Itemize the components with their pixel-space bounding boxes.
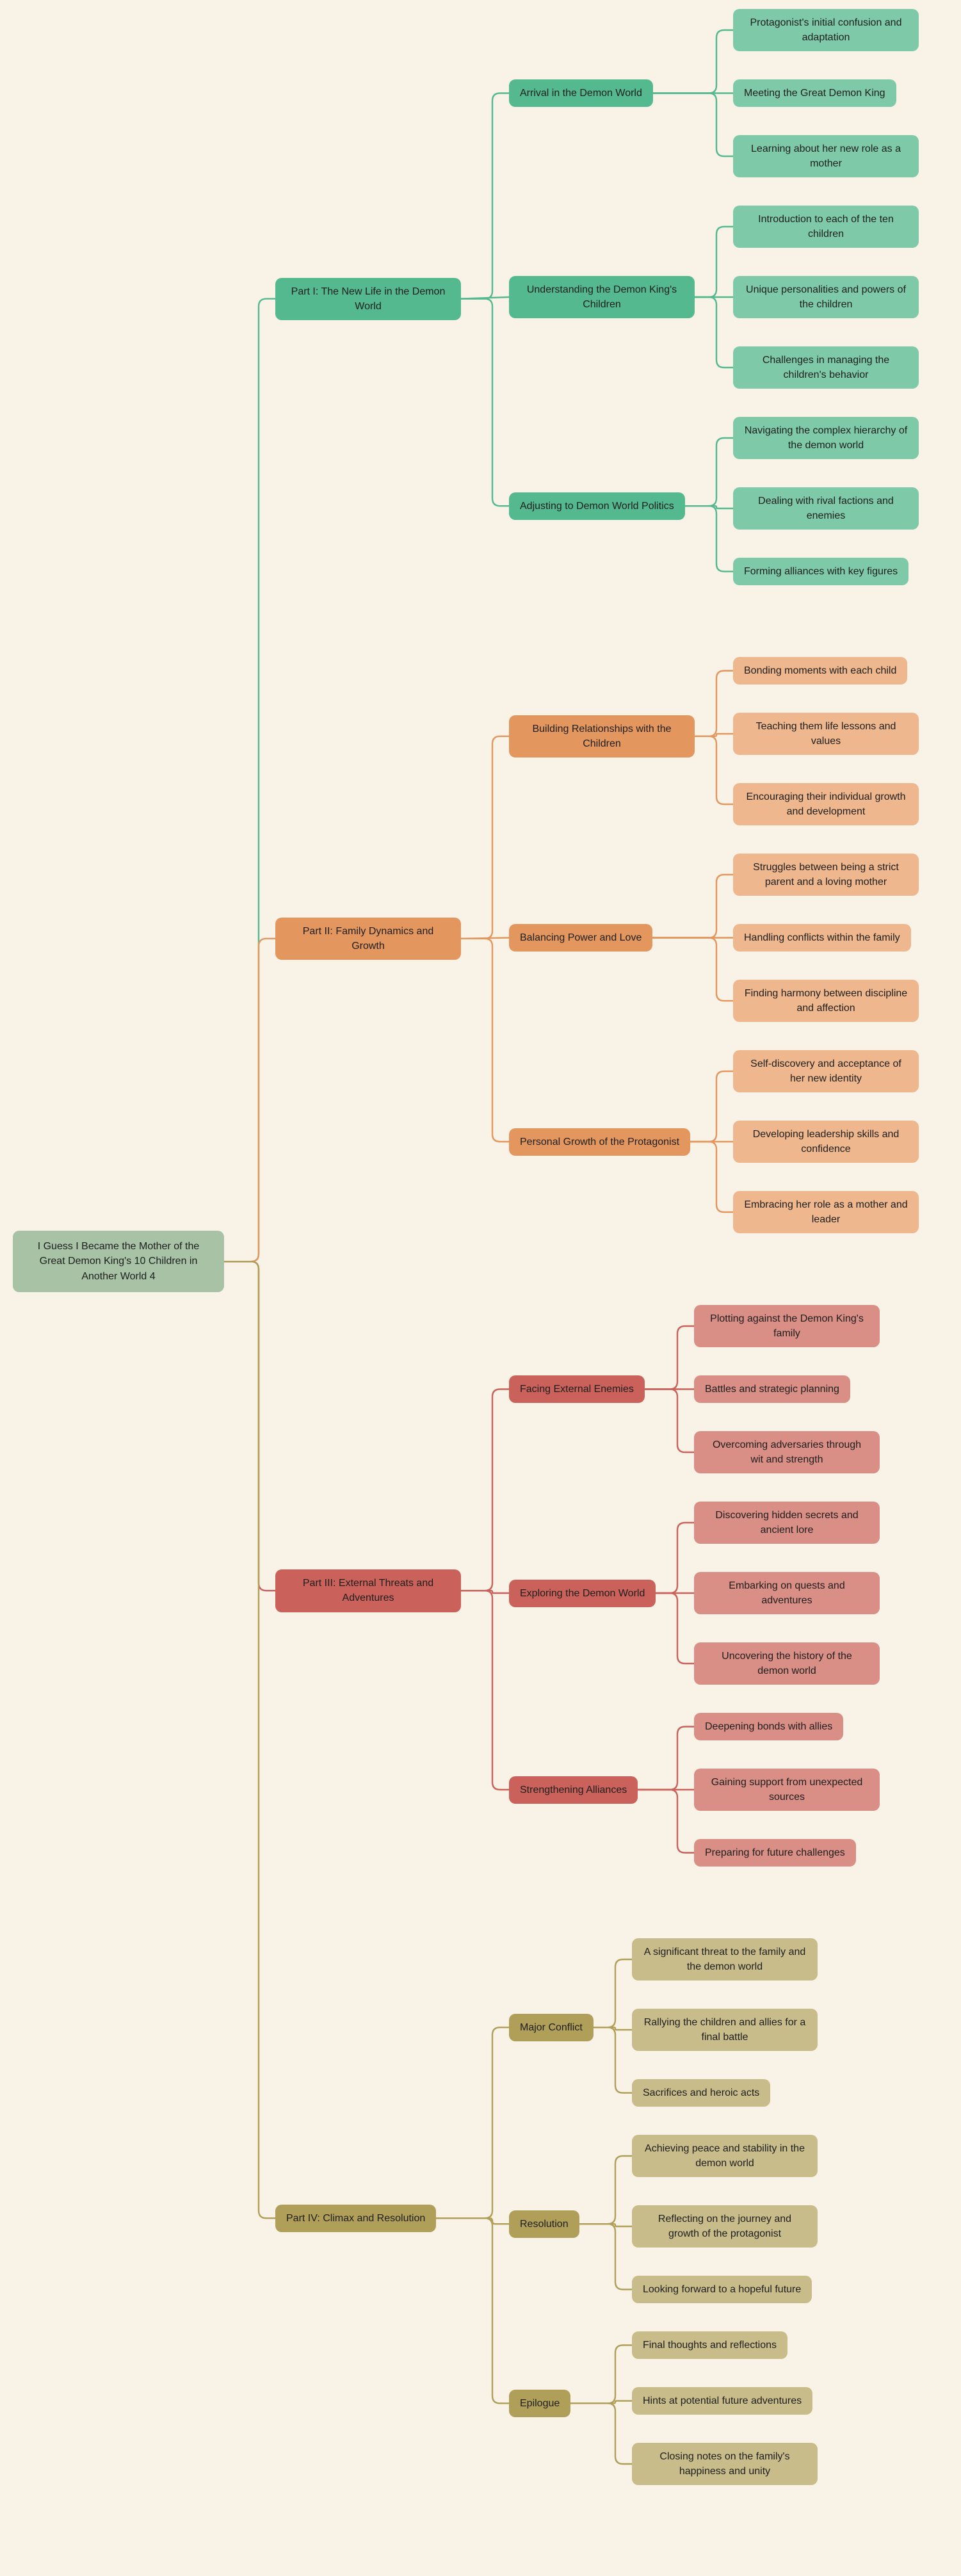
- connector-line: [569, 2344, 633, 2404]
- connector-line: [592, 1958, 633, 2029]
- connector-line: [651, 873, 734, 939]
- connector-line: [643, 1388, 695, 1454]
- topic-node: Resolution: [509, 2210, 579, 2238]
- connector-line: [435, 2217, 510, 2404]
- part-node: Part IV: Climax and Resolution: [275, 2204, 437, 2232]
- connector-line: [652, 92, 734, 158]
- connector-line: [643, 1325, 695, 1390]
- topic-node: Exploring the Demon World: [509, 1579, 656, 1607]
- connector-line: [460, 735, 510, 939]
- connector-line: [460, 92, 510, 300]
- topic-node: Strengthening Alliances: [509, 1776, 638, 1804]
- connector-line: [592, 2026, 633, 2031]
- connector-line: [693, 733, 734, 738]
- connector-line: [460, 298, 510, 507]
- leaf-node: Deepening bonds with allies: [694, 1713, 844, 1741]
- leaf-node: Developing leadership skills and confide…: [733, 1121, 919, 1163]
- connector-line: [651, 937, 734, 1002]
- connector-line: [684, 505, 734, 572]
- topic-node: Epilogue: [509, 2389, 571, 2418]
- leaf-node: Introduction to each of the ten children: [733, 206, 919, 248]
- leaf-node: Learning about her new role as a mother: [733, 135, 919, 178]
- connector-line: [460, 1388, 510, 1592]
- topic-node: Major Conflict: [509, 2013, 594, 2041]
- topic-node: Balancing Power and Love: [509, 924, 653, 952]
- leaf-node: Gaining support from unexpected sources: [694, 1769, 880, 1811]
- connector-line: [460, 1589, 510, 1791]
- leaf-node: Encouraging their individual growth and …: [733, 783, 919, 826]
- connector-line: [636, 1788, 695, 1854]
- leaf-node: Uncovering the history of the demon worl…: [694, 1642, 880, 1685]
- leaf-node: Hints at potential future adventures: [632, 2387, 813, 2415]
- connector-line: [684, 505, 734, 510]
- connector-line: [578, 2223, 633, 2290]
- leaf-node: Reflecting on the journey and growth of …: [632, 2205, 818, 2248]
- connector-line: [435, 2217, 510, 2225]
- leaf-node: Struggles between being a strict parent …: [733, 854, 919, 896]
- connector-line: [592, 2026, 633, 2094]
- leaf-node: Achieving peace and stability in the dem…: [632, 2135, 818, 2178]
- part-node: Part I: The New Life in the Demon World: [275, 277, 461, 320]
- connector-line: [223, 937, 277, 1263]
- connector-line: [636, 1726, 695, 1791]
- part-node: Part III: External Threats and Adventure…: [275, 1569, 461, 1612]
- leaf-node: Embracing her role as a mother and leade…: [733, 1191, 919, 1234]
- leaf-node: Unique personalities and powers of the c…: [733, 276, 919, 319]
- leaf-node: Looking forward to a hopeful future: [632, 2276, 812, 2304]
- connector-line: [435, 2026, 510, 2219]
- root-node: I Guess I Became the Mother of the Great…: [13, 1231, 224, 1292]
- connector-line: [654, 1592, 695, 1665]
- topic-node: Understanding the Demon King's Children: [509, 276, 695, 319]
- connector-line: [460, 1589, 510, 1594]
- leaf-node: Dealing with rival factions and enemies: [733, 487, 919, 530]
- connector-line: [693, 735, 734, 806]
- leaf-node: A significant threat to the family and t…: [632, 1938, 818, 1981]
- leaf-node: Final thoughts and reflections: [632, 2331, 788, 2360]
- connector-line: [460, 937, 510, 1143]
- connector-line: [652, 29, 734, 94]
- connector-line: [689, 1070, 734, 1143]
- leaf-node: Meeting the Great Demon King: [733, 79, 896, 108]
- leaf-node: Overcoming adversaries through wit and s…: [694, 1431, 880, 1474]
- connector-line: [223, 1260, 277, 2219]
- leaf-node: Navigating the complex hierarchy of the …: [733, 417, 919, 460]
- leaf-node: Challenges in managing the children's be…: [733, 346, 919, 389]
- leaf-node: Forming alliances with key figures: [733, 558, 909, 586]
- leaf-node: Finding harmony between discipline and a…: [733, 980, 919, 1023]
- part-node: Part II: Family Dynamics and Growth: [275, 917, 461, 960]
- topic-node: Arrival in the Demon World: [509, 79, 653, 108]
- leaf-node: Handling conflicts within the family: [733, 924, 911, 952]
- connector-line: [578, 2155, 633, 2225]
- topic-node: Facing External Enemies: [509, 1375, 645, 1404]
- leaf-node: Rallying the children and allies for a f…: [632, 2009, 818, 2052]
- leaf-node: Plotting against the Demon King's family: [694, 1305, 880, 1348]
- leaf-node: Self-discovery and acceptance of her new…: [733, 1050, 919, 1093]
- leaf-node: Teaching them life lessons and values: [733, 713, 919, 756]
- leaf-node: Bonding moments with each child: [733, 657, 908, 685]
- connector-line: [578, 2223, 633, 2228]
- connector-line: [693, 225, 734, 298]
- connector-line: [569, 2400, 633, 2404]
- topic-node: Personal Growth of the Protagonist: [509, 1128, 691, 1156]
- topic-node: Building Relationships with the Children: [509, 715, 695, 758]
- leaf-node: Battles and strategic planning: [694, 1375, 850, 1404]
- connector-line: [693, 670, 734, 738]
- connector-line: [684, 437, 734, 507]
- topic-node: Adjusting to Demon World Politics: [509, 492, 685, 520]
- leaf-node: Discovering hidden secrets and ancient l…: [694, 1502, 880, 1544]
- leaf-node: Sacrifices and heroic acts: [632, 2079, 771, 2107]
- leaf-node: Preparing for future challenges: [694, 1839, 856, 1867]
- connector-line: [223, 1260, 277, 1592]
- connector-line: [654, 1521, 695, 1594]
- leaf-node: Protagonist's initial confusion and adap…: [733, 9, 919, 52]
- connector-line: [693, 296, 734, 369]
- connector-line: [689, 1140, 734, 1213]
- leaf-node: Embarking on quests and adventures: [694, 1572, 880, 1615]
- connector-line: [223, 298, 277, 1263]
- connector-line: [569, 2402, 633, 2465]
- leaf-node: Closing notes on the family's happiness …: [632, 2443, 818, 2486]
